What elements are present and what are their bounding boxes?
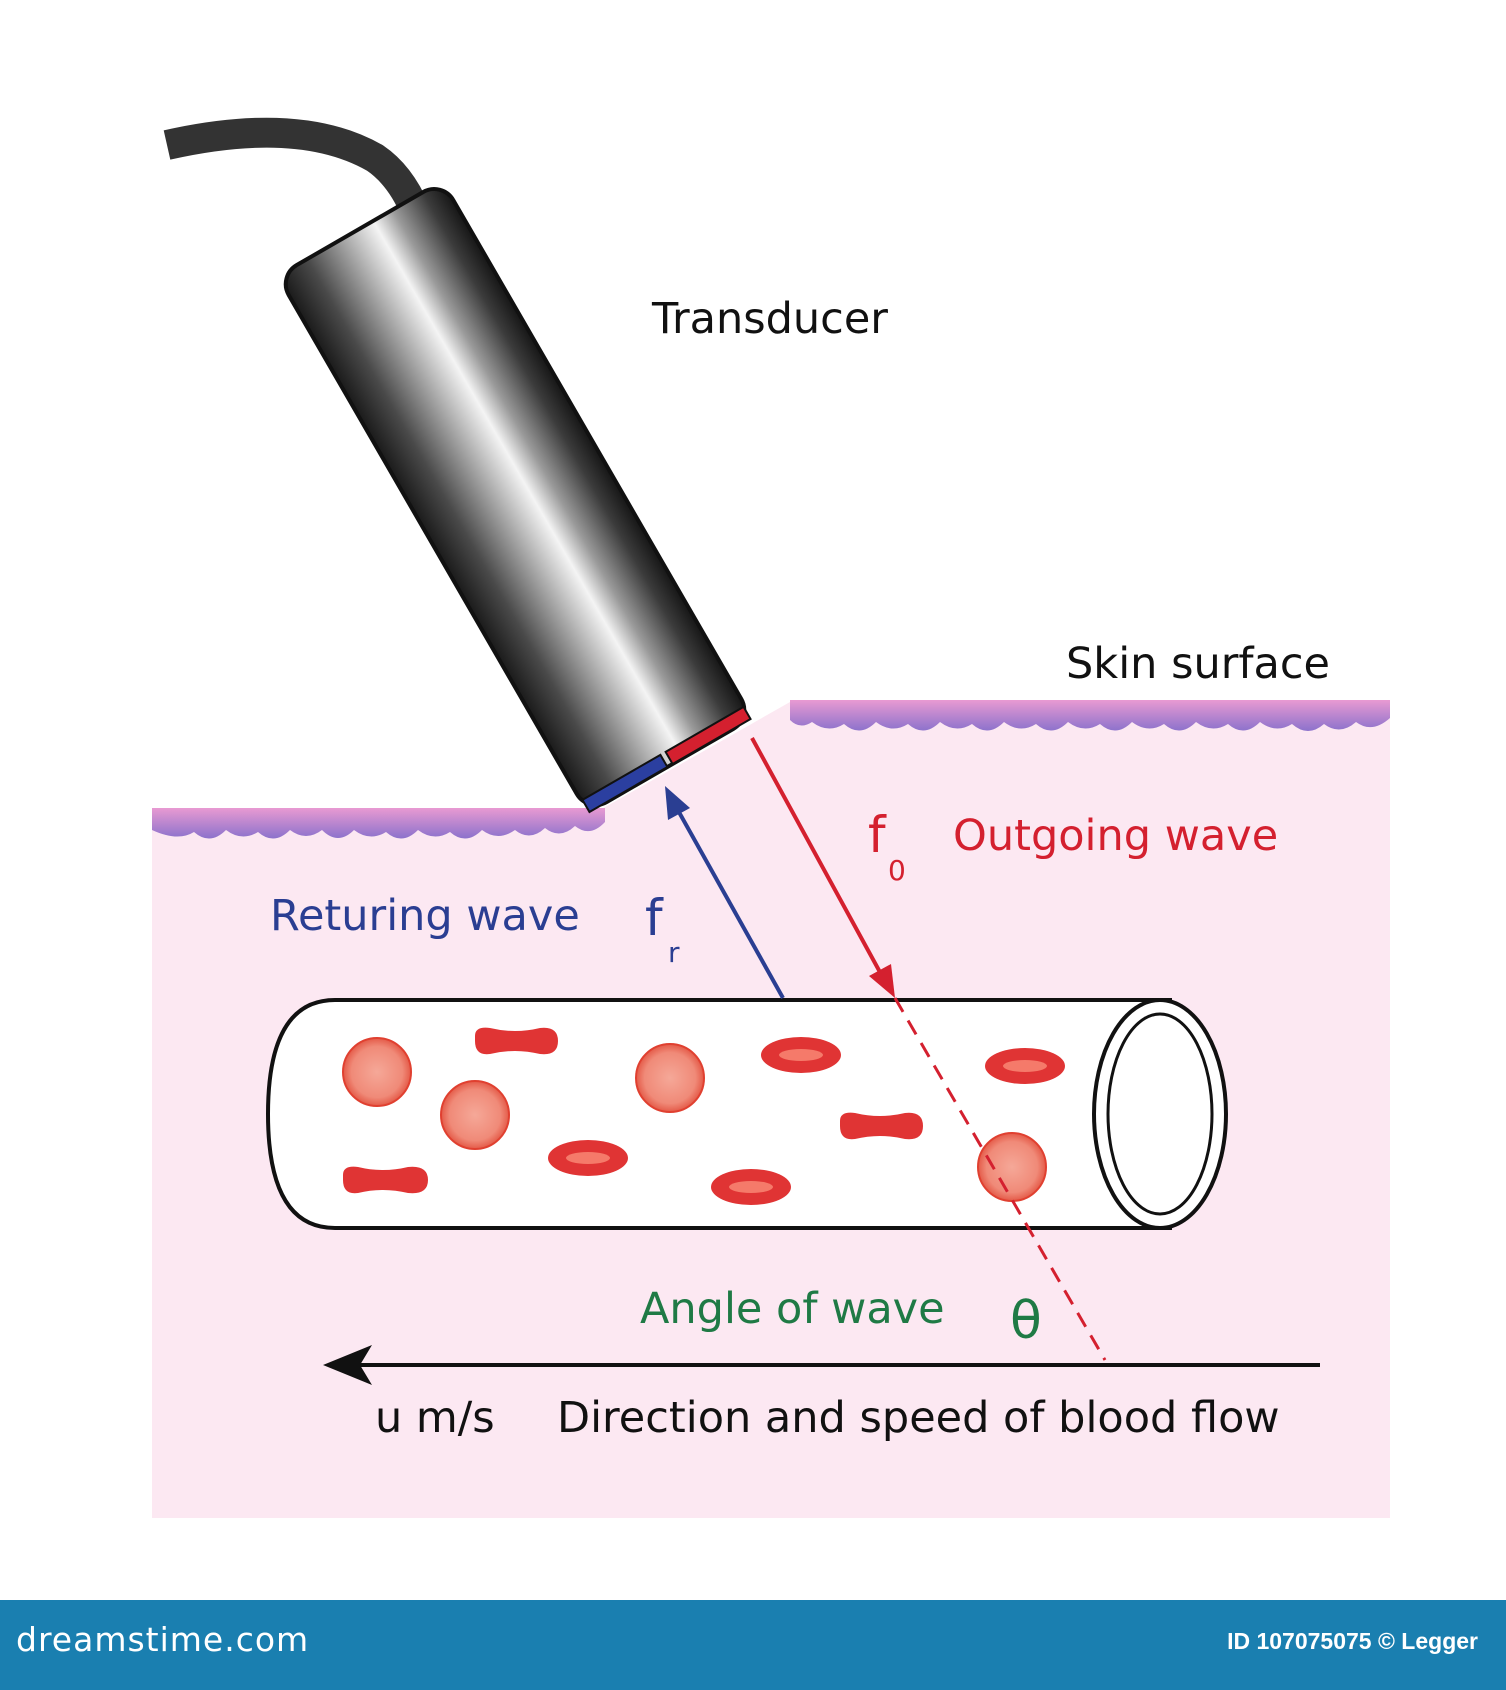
receiver-element — [581, 753, 669, 814]
blood-vessel — [265, 998, 1228, 1230]
returning-frequency-symbol: f — [645, 889, 664, 947]
blood-cell — [761, 1037, 841, 1073]
blood-cell — [475, 1027, 558, 1055]
transducer-cable — [163, 117, 429, 217]
blood-cell — [635, 1043, 705, 1113]
outgoing-frequency-subscript: 0 — [888, 854, 906, 887]
brand-watermark: dreamstime.com — [16, 1620, 310, 1659]
blood-cell — [985, 1048, 1065, 1084]
outgoing-wave-extension — [893, 997, 1107, 1361]
returning-wave-label: Returing wave — [270, 891, 580, 941]
transducer-probe — [283, 187, 752, 814]
skin-surface-left — [152, 808, 605, 839]
round-blood-cells — [342, 1037, 1047, 1202]
side-blood-cells — [343, 1027, 923, 1194]
flow-label: Direction and speed of blood flow — [557, 1393, 1280, 1443]
angle-symbol: θ — [1010, 1291, 1042, 1351]
outgoing-wave-label: Outgoing wave — [953, 811, 1278, 861]
oval-blood-cells — [548, 1037, 1065, 1205]
skin-surface-label: Skin surface — [1066, 639, 1330, 689]
blood-cell — [977, 1132, 1047, 1202]
blood-cell — [342, 1037, 412, 1107]
blood-cell — [548, 1140, 628, 1176]
returning-wave-arrowhead — [665, 786, 690, 820]
flow-direction-arrowhead — [323, 1345, 372, 1385]
outgoing-wave-arrowhead — [869, 964, 895, 998]
angle-label: Angle of wave — [640, 1284, 945, 1334]
returning-wave-arrow — [673, 804, 785, 999]
emitter-element — [664, 705, 752, 766]
blood-cell — [711, 1169, 791, 1205]
blood-cell — [440, 1080, 510, 1150]
blood-cell — [840, 1112, 923, 1140]
watermark-footer: dreamstime.com ID 107075075 © Legger — [0, 1600, 1506, 1690]
stock-id-text: ID 107075075 © Legger — [1227, 1628, 1478, 1654]
speed-label: u m/s — [375, 1393, 495, 1443]
returning-frequency-subscript: r — [668, 936, 680, 969]
outgoing-wave-arrow — [750, 737, 889, 986]
blood-cell — [343, 1166, 428, 1194]
outgoing-frequency-symbol: f — [868, 806, 887, 864]
transducer-label: Transducer — [651, 294, 888, 344]
skin-surface-right — [790, 700, 1390, 731]
